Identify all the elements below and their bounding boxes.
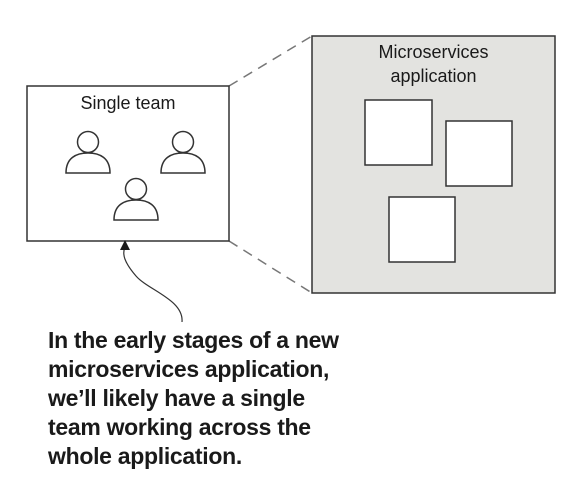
person-icon [65, 130, 111, 174]
pointer-line [123, 246, 183, 323]
connector-dashed-bottom [228, 240, 313, 294]
caption-line: In the early stages of a new [48, 327, 339, 353]
caption-line: whole application. [48, 443, 242, 469]
app-box-label: Microservices application [312, 40, 555, 88]
app-box-label-line: Microservices [378, 42, 489, 62]
caption-line: team working across the [48, 414, 311, 440]
caption-line: microservices application, [48, 356, 330, 382]
caption-line: we’ll likely have a single [48, 385, 305, 411]
microservice-box [364, 99, 433, 166]
person-icon [160, 130, 206, 174]
team-box-label: Single team [80, 93, 176, 113]
microservice-box [388, 196, 456, 263]
microservice-box [445, 120, 513, 187]
caption: In the early stages of a new microservic… [48, 326, 428, 471]
person-icon [113, 177, 159, 221]
connector-dashed-top [228, 35, 313, 87]
app-box-label-line: application [390, 66, 477, 86]
arrowhead-icon [120, 240, 130, 250]
